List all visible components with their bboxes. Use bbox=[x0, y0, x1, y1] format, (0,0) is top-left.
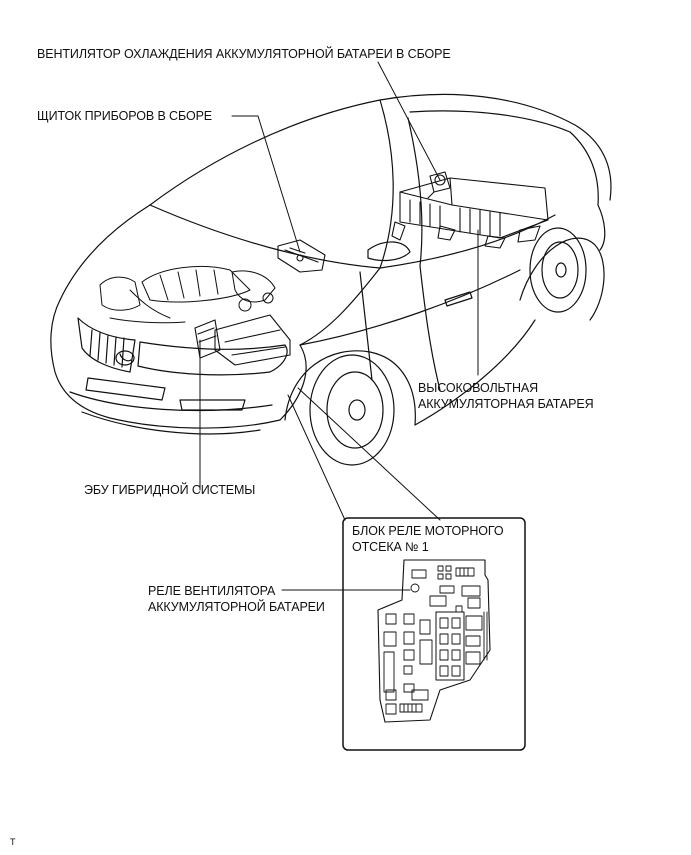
ecu-label-text: ЭБУ ГИБРИДНОЙ СИСТЕМЫ bbox=[84, 483, 256, 497]
engine-compartment bbox=[99, 265, 276, 324]
ecu-label: ЭБУ ГИБРИДНОЙ СИСТЕМЫ bbox=[84, 482, 255, 498]
hv-battery-label-line2: АККУМУЛЯТОРНАЯ БАТАРЕЯ bbox=[418, 397, 594, 411]
hv-battery-label-line1: ВЫСОКОВОЛЬТНАЯ bbox=[418, 381, 539, 395]
relay-label-line2: АККУМУЛЯТОРНОЙ БАТАРЕИ bbox=[148, 600, 325, 614]
leader-lines bbox=[199, 61, 479, 591]
fan-label: ВЕНТИЛЯТОР ОХЛАЖДЕНИЯ АККУМУЛЯТОРНОЙ БАТ… bbox=[37, 46, 451, 62]
relay-block-label: БЛОК РЕЛЕ МОТОРНОГО ОТСЕКА № 1 bbox=[352, 523, 504, 555]
relay-label: РЕЛЕ ВЕНТИЛЯТОРА АККУМУЛЯТОРНОЙ БАТАРЕИ bbox=[148, 583, 325, 615]
relay-block-inset bbox=[342, 517, 526, 751]
hv-battery-component bbox=[391, 171, 549, 249]
cluster-component bbox=[277, 239, 326, 273]
cluster-label: ЩИТОК ПРИБОРОВ В СБОРЕ bbox=[37, 108, 212, 124]
cluster-label-text: ЩИТОК ПРИБОРОВ В СБОРЕ bbox=[37, 109, 213, 123]
relay-block-label-line1: БЛОК РЕЛЕ МОТОРНОГО bbox=[352, 524, 504, 538]
relay-block-label-line2: ОТСЕКА № 1 bbox=[352, 540, 429, 554]
car-body bbox=[50, 93, 612, 466]
relay-label-line1: РЕЛЕ ВЕНТИЛЯТОРА bbox=[148, 584, 276, 598]
fan-label-text: ВЕНТИЛЯТОР ОХЛАЖДЕНИЯ АККУМУЛЯТОРНОЙ БАТ… bbox=[37, 47, 451, 61]
ecu-component bbox=[194, 314, 291, 366]
corner-mark: T bbox=[10, 837, 16, 847]
hv-battery-label: ВЫСОКОВОЛЬТНАЯ АККУМУЛЯТОРНАЯ БАТАРЕЯ bbox=[418, 380, 594, 412]
